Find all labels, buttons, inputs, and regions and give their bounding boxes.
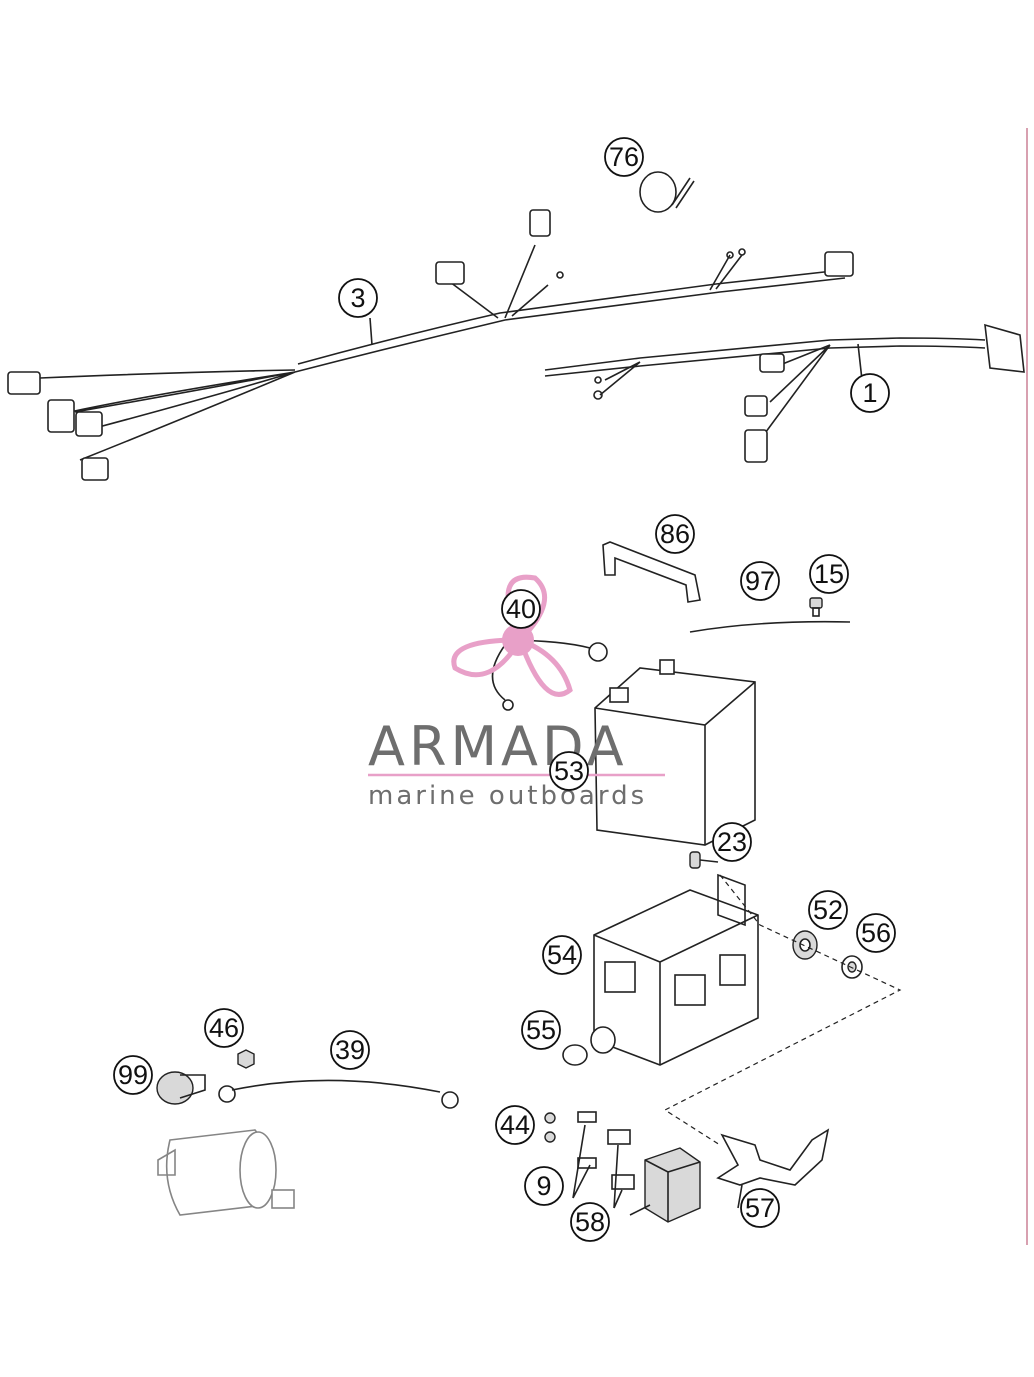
propeller-logo-icon bbox=[451, 574, 573, 697]
callout-1: 1 bbox=[850, 373, 890, 413]
spacer-part bbox=[562, 1026, 616, 1066]
callout-52-label: 52 bbox=[813, 895, 843, 925]
callout-86: 86 bbox=[655, 514, 695, 554]
callout-46: 46 bbox=[204, 1008, 244, 1048]
protective-cap-part bbox=[156, 1071, 206, 1105]
callout-55: 55 bbox=[521, 1010, 561, 1050]
battery-tray-part bbox=[593, 873, 759, 1066]
battery-strap-part bbox=[602, 541, 701, 603]
callout-86-label: 86 bbox=[660, 519, 690, 549]
callout-53: 53 bbox=[549, 751, 589, 791]
callout-56: 56 bbox=[856, 913, 896, 953]
callout-53-label: 53 bbox=[554, 756, 584, 786]
fuse-part bbox=[577, 1111, 597, 1169]
nut-part bbox=[237, 1049, 255, 1069]
callout-9: 9 bbox=[524, 1166, 564, 1206]
callout-97-label: 97 bbox=[745, 566, 775, 596]
battery-part bbox=[594, 659, 756, 846]
screw-part bbox=[809, 597, 823, 617]
small-screws-part bbox=[544, 1112, 556, 1143]
callout-52: 52 bbox=[808, 890, 848, 930]
washer-part bbox=[841, 955, 863, 979]
callout-44: 44 bbox=[495, 1105, 535, 1145]
callout-23-label: 23 bbox=[717, 827, 747, 857]
callout-55-label: 55 bbox=[526, 1015, 556, 1045]
callout-57: 57 bbox=[740, 1188, 780, 1228]
callout-39: 39 bbox=[330, 1030, 370, 1070]
assembly-dash-line bbox=[663, 874, 902, 1146]
callout-99-label: 99 bbox=[118, 1060, 148, 1090]
callout-58-label: 58 bbox=[575, 1207, 605, 1237]
callout-39-label: 39 bbox=[335, 1035, 365, 1065]
bolt-part bbox=[689, 851, 719, 869]
callout-56-label: 56 bbox=[861, 918, 891, 948]
callout-54: 54 bbox=[542, 935, 582, 975]
callout-23: 23 bbox=[712, 822, 752, 862]
grommet-part bbox=[792, 930, 818, 960]
sub-wiring-harness-part bbox=[544, 323, 1025, 463]
ground-strap-part bbox=[689, 620, 851, 633]
callout-40: 40 bbox=[501, 589, 541, 629]
relay-bracket-part bbox=[716, 1128, 830, 1186]
callout-9-label: 9 bbox=[536, 1171, 551, 1201]
starter-motor bbox=[157, 1129, 295, 1216]
callout-3: 3 bbox=[338, 278, 378, 318]
callout-15-label: 15 bbox=[814, 559, 844, 589]
callout-40-label: 40 bbox=[506, 594, 536, 624]
callout-57-label: 57 bbox=[745, 1193, 775, 1223]
callout-76: 76 bbox=[604, 137, 644, 177]
callout-99: 99 bbox=[113, 1055, 153, 1095]
watermark: ARMADA marine outboards bbox=[368, 574, 665, 811]
main-wiring-harness-part bbox=[7, 209, 854, 481]
callout-1-label: 1 bbox=[862, 378, 877, 408]
cable-tie-part bbox=[639, 171, 695, 213]
callout-3-label: 3 bbox=[350, 283, 365, 313]
callout-15: 15 bbox=[809, 554, 849, 594]
callout-46-label: 46 bbox=[209, 1013, 239, 1043]
callout-76-label: 76 bbox=[609, 142, 639, 172]
starter-relay-part bbox=[607, 1129, 701, 1223]
callout-97: 97 bbox=[740, 561, 780, 601]
callout-58: 58 bbox=[570, 1202, 610, 1242]
watermark-subtitle: marine outboards bbox=[368, 781, 647, 811]
callout-54-label: 54 bbox=[547, 940, 577, 970]
starter-cable-part bbox=[218, 1079, 459, 1109]
leader-lines bbox=[369, 317, 863, 1216]
callout-44-label: 44 bbox=[500, 1110, 530, 1140]
